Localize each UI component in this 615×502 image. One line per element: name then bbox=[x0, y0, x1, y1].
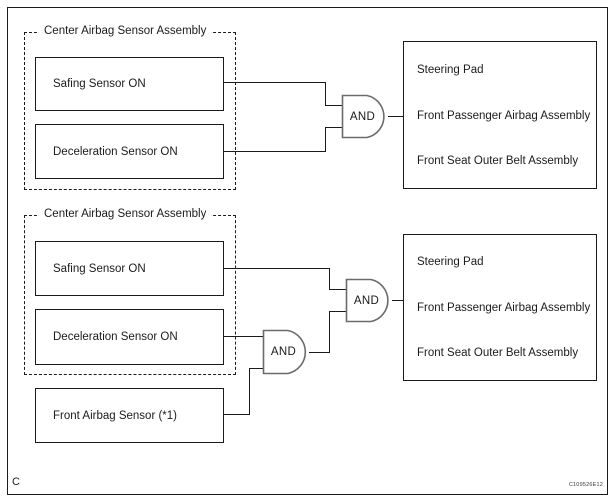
wire-safing-to-and-upper-h2 bbox=[325, 105, 342, 107]
output-line: Front Passenger Airbag Assembly bbox=[417, 302, 591, 314]
assembly-group-label-upper: Center Airbag Sensor Assembly bbox=[39, 24, 212, 38]
corner-mark-c: C bbox=[12, 476, 20, 488]
and-gate-label: AND bbox=[353, 294, 380, 307]
and-gate-upper[interactable]: AND bbox=[341, 94, 391, 139]
signal-box-deceleration-sensor-lower[interactable]: Deceleration Sensor ON bbox=[35, 309, 224, 365]
and-gate-label: AND bbox=[349, 110, 376, 123]
figure-code: C109526E12 bbox=[568, 482, 603, 488]
wire-safing-to-and2-lower-h1 bbox=[224, 268, 330, 270]
signal-box-label: Front Airbag Sensor (*1) bbox=[53, 409, 178, 422]
output-line: Front Seat Outer Belt Assembly bbox=[417, 347, 579, 359]
output-line: Steering Pad bbox=[417, 256, 484, 268]
signal-box-label: Deceleration Sensor ON bbox=[53, 145, 178, 158]
wire-and-upper-output bbox=[388, 116, 404, 118]
and-gate-lower-first[interactable]: AND bbox=[262, 329, 312, 375]
output-line: Steering Pad bbox=[417, 64, 484, 76]
signal-box-safing-sensor-upper[interactable]: Safing Sensor ON bbox=[35, 57, 224, 111]
and-gate-label: AND bbox=[270, 346, 297, 358]
outer-frame bbox=[7, 7, 608, 495]
wire-and1-to-and2-h2 bbox=[329, 311, 346, 313]
wire-deceleration-to-and1-lower bbox=[224, 336, 264, 338]
wire-front-airbag-to-and1-h2 bbox=[249, 368, 264, 370]
wire-safing-to-and2-lower-v bbox=[329, 268, 331, 290]
signal-box-deceleration-sensor-upper[interactable]: Deceleration Sensor ON bbox=[35, 124, 224, 179]
wire-deceleration-to-and-upper-v bbox=[325, 127, 327, 152]
wire-front-airbag-to-and1-v bbox=[249, 368, 251, 415]
wire-front-airbag-to-and1-h1 bbox=[224, 414, 250, 416]
signal-box-safing-sensor-lower[interactable]: Safing Sensor ON bbox=[35, 241, 224, 296]
wire-deceleration-to-and-upper-h2 bbox=[325, 127, 342, 129]
signal-box-front-airbag-sensor[interactable]: Front Airbag Sensor (*1) bbox=[35, 388, 224, 443]
output-line: Front Seat Outer Belt Assembly bbox=[417, 155, 579, 167]
wire-and2-lower-output bbox=[392, 300, 404, 302]
output-line: Front Passenger Airbag Assembly bbox=[417, 110, 591, 122]
wire-deceleration-to-and-upper-h1 bbox=[224, 151, 326, 153]
wire-and1-to-and2-h1 bbox=[309, 352, 330, 354]
output-box-upper[interactable]: Steering Pad Front Passenger Airbag Asse… bbox=[403, 41, 597, 189]
assembly-group-lower: Center Airbag Sensor Assembly bbox=[24, 207, 236, 375]
assembly-group-upper: Center Airbag Sensor Assembly bbox=[24, 24, 236, 190]
wire-safing-to-and2-lower-h2 bbox=[329, 289, 346, 291]
signal-box-label: Safing Sensor ON bbox=[53, 78, 146, 90]
wire-safing-to-and-upper-v bbox=[325, 82, 327, 106]
wire-safing-to-and-upper-h1 bbox=[224, 82, 326, 84]
assembly-group-label-lower: Center Airbag Sensor Assembly bbox=[39, 207, 212, 221]
signal-box-label: Safing Sensor ON bbox=[53, 262, 146, 275]
wire-and1-to-and2-v bbox=[329, 311, 331, 353]
signal-box-label: Deceleration Sensor ON bbox=[53, 331, 178, 343]
output-box-lower[interactable]: Steering Pad Front Passenger Airbag Asse… bbox=[403, 234, 597, 381]
and-gate-lower-second[interactable]: AND bbox=[345, 278, 395, 323]
